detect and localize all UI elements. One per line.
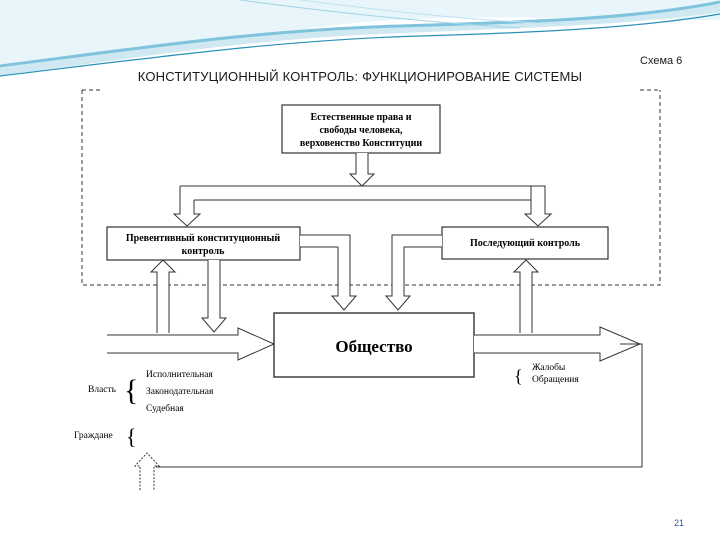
society-to-subsequent-up-arrow bbox=[512, 259, 540, 333]
branch-executive: Исполнительная bbox=[146, 370, 213, 380]
preventive-control-box: Превентивный конституционный контроль bbox=[106, 226, 301, 261]
rights-box-line-2: свободы человека, bbox=[319, 125, 403, 136]
preventive-to-society-arrow bbox=[300, 234, 358, 311]
subsequent-to-society-arrow bbox=[384, 234, 442, 311]
citizens-brace: { bbox=[126, 424, 137, 449]
subsequent-control-box: Последующий контроль bbox=[441, 226, 609, 260]
page-number: 21 bbox=[674, 518, 685, 528]
society-to-preventive-up-arrow bbox=[149, 259, 177, 333]
rights-box-line-1: Естественные права и bbox=[310, 112, 411, 123]
rights-box: Естественные права и свободы человека, в… bbox=[281, 104, 441, 154]
diagram-area bbox=[78, 88, 685, 488]
branch-judicial: Судебная bbox=[146, 403, 184, 414]
subsequent-box-label: Последующий контроль bbox=[470, 238, 581, 249]
dashed-frame bbox=[81, 90, 661, 286]
power-label: Власть bbox=[88, 385, 117, 395]
society-box: Общество bbox=[273, 312, 475, 378]
feedback-loop bbox=[133, 343, 643, 490]
branch-legislative: Законодательная bbox=[146, 387, 214, 397]
society-label: Общество bbox=[335, 337, 412, 356]
appeals-brace: { bbox=[514, 366, 523, 386]
appeal-petitions: Обращения bbox=[532, 374, 579, 385]
preventive-down-arrow bbox=[200, 260, 228, 333]
header-wave-decoration bbox=[0, 0, 720, 77]
appeal-complaints: Жалобы bbox=[532, 362, 566, 373]
scheme-label: Схема 6 bbox=[640, 55, 683, 67]
preventive-line-1: Превентивный конституционный bbox=[126, 233, 280, 244]
slide-title: КОНСТИТУЦИОННЫЙ КОНТРОЛЬ: ФУНКЦИОНИРОВАН… bbox=[137, 69, 583, 84]
splitter-bar bbox=[172, 185, 553, 227]
power-brace: { bbox=[124, 374, 138, 407]
preventive-line-2: контроль bbox=[182, 246, 225, 257]
rights-box-line-3: верховенство Конституции bbox=[300, 138, 422, 149]
input-arrow bbox=[107, 327, 276, 361]
citizens-label: Граждане bbox=[74, 431, 113, 441]
